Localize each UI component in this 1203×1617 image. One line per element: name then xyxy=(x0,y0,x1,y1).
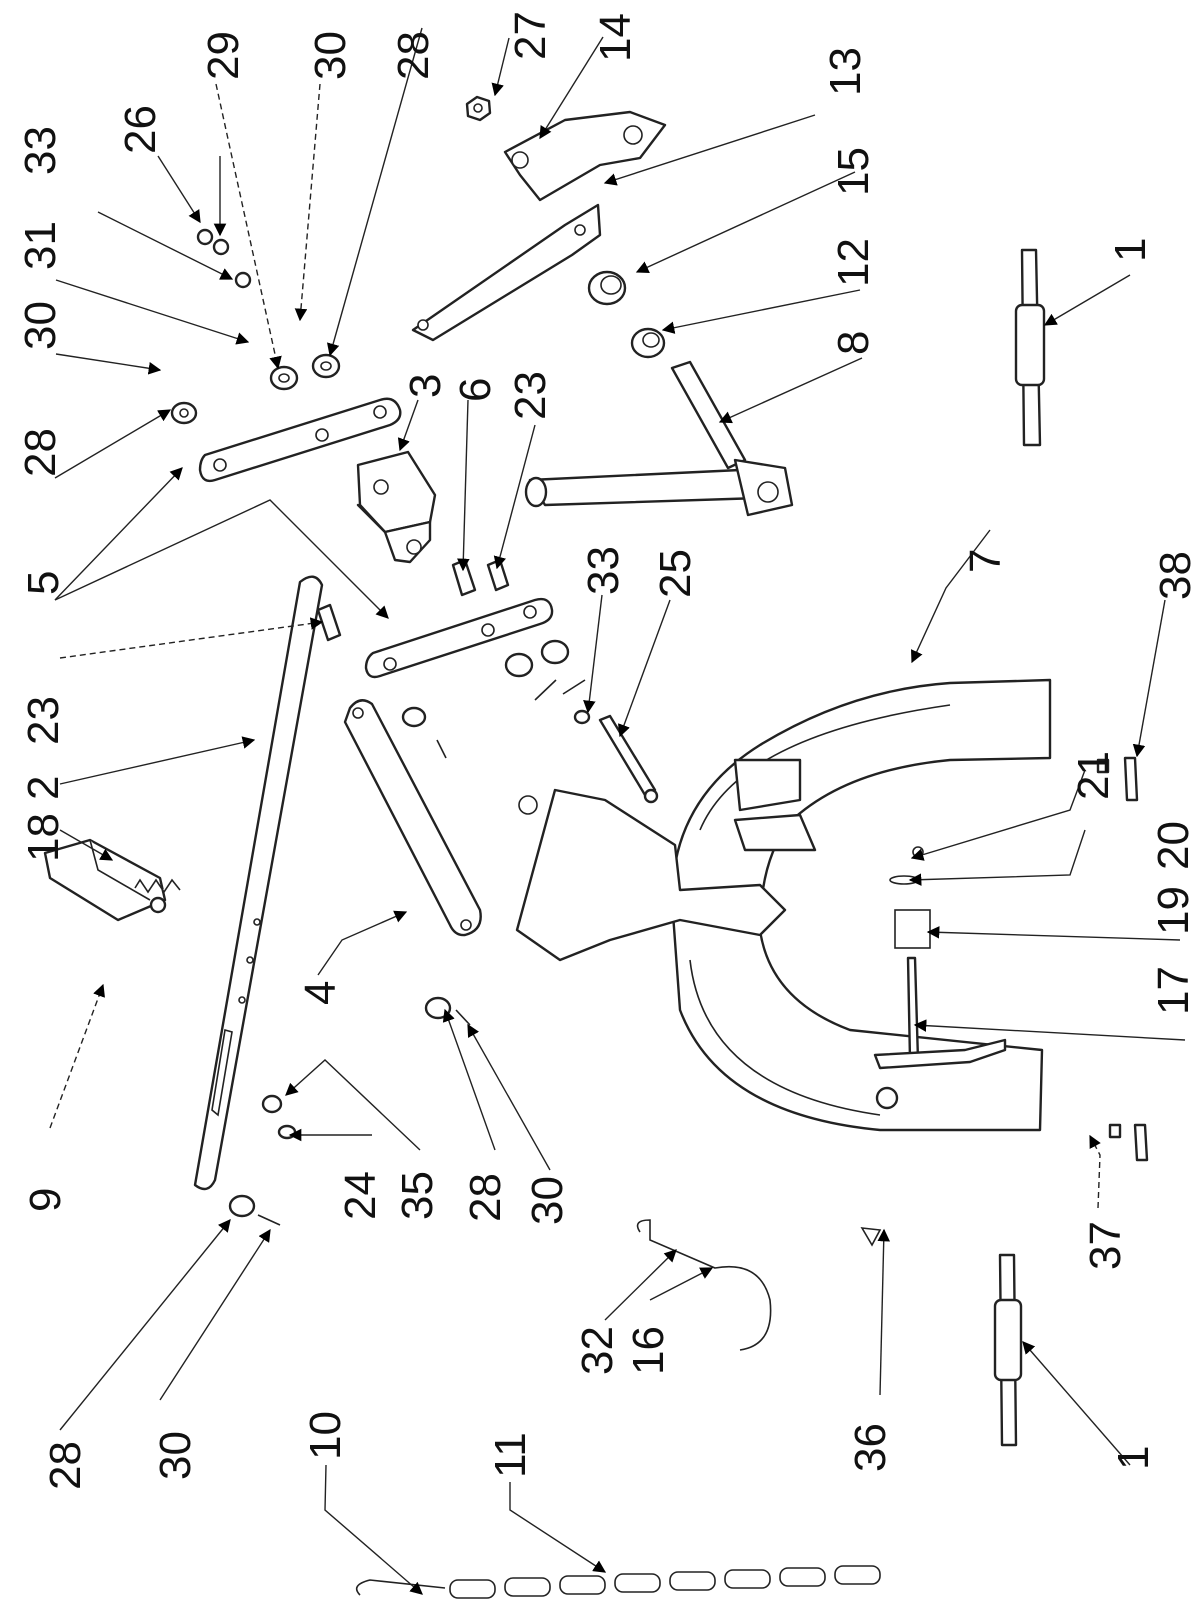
callout-30: 30 xyxy=(523,1176,572,1225)
part-18-spring xyxy=(134,878,181,894)
callout-36: 36 xyxy=(846,1423,895,1472)
part-7-main-frame xyxy=(515,678,1052,1132)
callout-7: 7 xyxy=(961,549,1010,573)
callout-30: 30 xyxy=(151,1431,200,1480)
callout-9: 9 xyxy=(21,1188,70,1212)
part-19-20-21 xyxy=(889,846,931,949)
callout-27: 27 xyxy=(506,11,555,60)
part-26-nuts xyxy=(196,228,230,256)
callout-26: 26 xyxy=(116,105,165,154)
callout-1: 1 xyxy=(1109,1446,1158,1470)
part-2-long-bar xyxy=(193,575,324,1191)
part-5-link-plates xyxy=(198,397,554,679)
callout-35: 35 xyxy=(393,1171,442,1220)
callout-labels: 27 14 13 29 30 28 26 33 31 30 28 15 12 8… xyxy=(16,11,1200,1490)
callout-1: 1 xyxy=(1106,238,1155,262)
callout-33: 33 xyxy=(579,546,628,595)
callout-3: 3 xyxy=(401,374,450,398)
callout-19: 19 xyxy=(1149,886,1198,935)
callout-25: 25 xyxy=(651,549,700,598)
callout-33: 33 xyxy=(16,126,65,175)
callout-28: 28 xyxy=(389,31,438,80)
callout-20: 20 xyxy=(1149,821,1198,870)
callout-4: 4 xyxy=(296,981,345,1005)
part-29-28-washers xyxy=(170,353,341,425)
callout-14: 14 xyxy=(591,13,640,62)
part-1-shafts xyxy=(993,248,1046,1447)
callout-30: 30 xyxy=(16,301,65,350)
callout-31: 31 xyxy=(16,221,65,270)
part-8-axle xyxy=(524,360,794,517)
part-washers-pins-middle xyxy=(228,639,659,1226)
part-4-tube xyxy=(343,699,482,937)
part-17-handle xyxy=(873,956,1007,1110)
part-13-support-bar xyxy=(411,110,667,342)
part-15-12-bushings xyxy=(587,270,666,359)
callout-23: 23 xyxy=(506,371,555,420)
callout-17: 17 xyxy=(1149,966,1198,1015)
part-38-37-bolts xyxy=(1096,756,1149,1162)
callout-37: 37 xyxy=(1081,1221,1130,1270)
callout-8: 8 xyxy=(829,331,878,355)
callout-29: 29 xyxy=(199,31,248,80)
callout-28: 28 xyxy=(16,428,65,477)
callout-2: 2 xyxy=(19,776,68,800)
callout-21: 21 xyxy=(1069,751,1118,800)
callout-32: 32 xyxy=(573,1326,622,1375)
callout-16: 16 xyxy=(624,1326,673,1375)
callout-28: 28 xyxy=(461,1173,510,1222)
callout-5: 5 xyxy=(19,571,68,595)
part-27-nut xyxy=(465,95,492,122)
callout-13: 13 xyxy=(821,47,870,96)
callout-38: 38 xyxy=(1151,551,1200,600)
callout-15: 15 xyxy=(829,147,878,196)
callout-23: 23 xyxy=(19,696,68,745)
part-10-11-chain xyxy=(355,1565,881,1599)
callout-28: 28 xyxy=(41,1441,90,1490)
callout-11: 11 xyxy=(486,1432,535,1478)
callout-18: 18 xyxy=(19,813,68,862)
callout-12: 12 xyxy=(829,238,878,287)
callout-6: 6 xyxy=(451,378,500,402)
callout-30: 30 xyxy=(306,31,355,80)
callout-10: 10 xyxy=(301,1411,350,1460)
callout-24: 24 xyxy=(336,1171,385,1220)
leader-lines xyxy=(49,27,1186,1595)
part-16-hook xyxy=(636,1219,882,1351)
part-33-washer xyxy=(234,271,252,289)
part-3-bracket xyxy=(356,450,437,564)
